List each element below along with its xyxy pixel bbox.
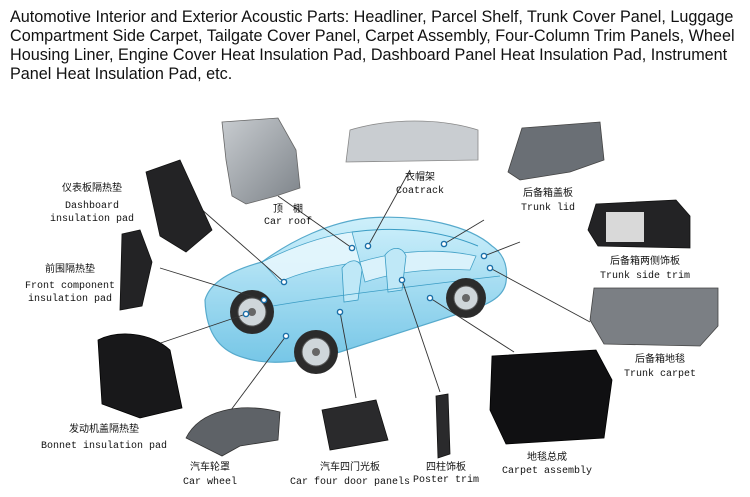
dot (440, 240, 448, 248)
label-en: Coatrack (396, 185, 444, 197)
label-en: insulation pad (50, 213, 134, 225)
car-wheel-liner (185, 407, 281, 457)
car-seat (384, 247, 407, 293)
label-cn: 仪表板隔热垫 (62, 181, 122, 194)
label-cn: 汽车轮罩 (190, 460, 230, 473)
front-insulation-pad (119, 229, 153, 311)
label-car-roof: 顶 棚 Car roof (264, 202, 312, 228)
dashboard-insulation-pad (145, 159, 213, 253)
label-trunk-side: 后备箱两侧饰板 Trunk side trim (600, 254, 690, 282)
dot (282, 332, 290, 340)
coatrack-shelf (345, 120, 479, 163)
dot (364, 242, 372, 250)
label-en: Car four door panels (290, 476, 410, 488)
label-cn: 四柱饰板 (426, 460, 466, 473)
label-en: Carpet assembly (502, 465, 592, 477)
car-roofline (351, 228, 479, 247)
car-roof-headliner (221, 117, 301, 205)
label-cn: 地毯总成 (527, 450, 567, 463)
carpet-assembly (489, 349, 613, 445)
door-panel (321, 399, 389, 451)
car-seat (341, 260, 363, 303)
label-en: Car roof (264, 216, 312, 228)
poster-trim-piece (435, 393, 451, 459)
attachment-dots (242, 240, 494, 340)
label-en: Car wheel (183, 476, 237, 488)
intro-text: Automotive Interior and Exterior Acousti… (10, 8, 735, 83)
label-cn: 衣帽架 (405, 170, 435, 183)
dot (398, 276, 406, 284)
label-cn: 后备箱盖板 (523, 186, 573, 199)
label-en: Bonnet insulation pad (41, 440, 167, 452)
trunk-lid-panel (507, 121, 605, 181)
dot (486, 264, 494, 272)
dot (242, 310, 250, 318)
dot (348, 244, 356, 252)
transparent-car-illustration (204, 216, 508, 374)
label-en: insulation pad (28, 293, 112, 305)
label-en: Dashboard (65, 200, 119, 212)
label-door-panels: 汽车四门光板 Car four door panels (290, 460, 410, 488)
label-cn: 顶 棚 (273, 202, 303, 215)
label-bonnet: 发动机盖隔热垫 Bonnet insulation pad (41, 422, 167, 452)
label-front-component: 前围隔热垫 Front component insulation pad (25, 262, 115, 305)
label-cn: 发动机盖隔热垫 (69, 422, 139, 435)
label-en: Front component (25, 281, 115, 292)
label-car-wheel: 汽车轮罩 Car wheel (183, 460, 237, 488)
label-en: Trunk carpet (624, 368, 696, 380)
label-carpet-assembly: 地毯总成 Carpet assembly (502, 450, 592, 477)
dot (426, 294, 434, 302)
label-en: Trunk side trim (600, 270, 690, 282)
dot (336, 308, 344, 316)
dot (280, 278, 288, 286)
label-poster-trim: 四柱饰板 Poster trim (413, 460, 479, 486)
label-trunk-lid: 后备箱盖板 Trunk lid (521, 186, 575, 214)
label-cn: 前围隔热垫 (45, 262, 95, 275)
label-dashboard: 仪表板隔热垫 Dashboard insulation pad (50, 181, 134, 225)
dot (480, 252, 488, 260)
label-coatrack: 衣帽架 Coatrack (396, 170, 444, 197)
rear-wheel (446, 278, 486, 318)
dot (260, 296, 268, 304)
bonnet-insulation-pad (97, 333, 183, 419)
label-en: Poster trim (413, 474, 479, 486)
label-en: Trunk lid (521, 202, 575, 214)
label-cn: 后备箱地毯 (635, 352, 685, 365)
label-cn: 汽车四门光板 (320, 460, 380, 473)
rear-front-wheel (294, 330, 338, 374)
trunk-side-trim-inner (606, 212, 644, 242)
trunk-carpet-panel (589, 287, 719, 347)
label-trunk-carpet: 后备箱地毯 Trunk carpet (624, 352, 696, 380)
label-cn: 后备箱两侧饰板 (610, 254, 680, 267)
